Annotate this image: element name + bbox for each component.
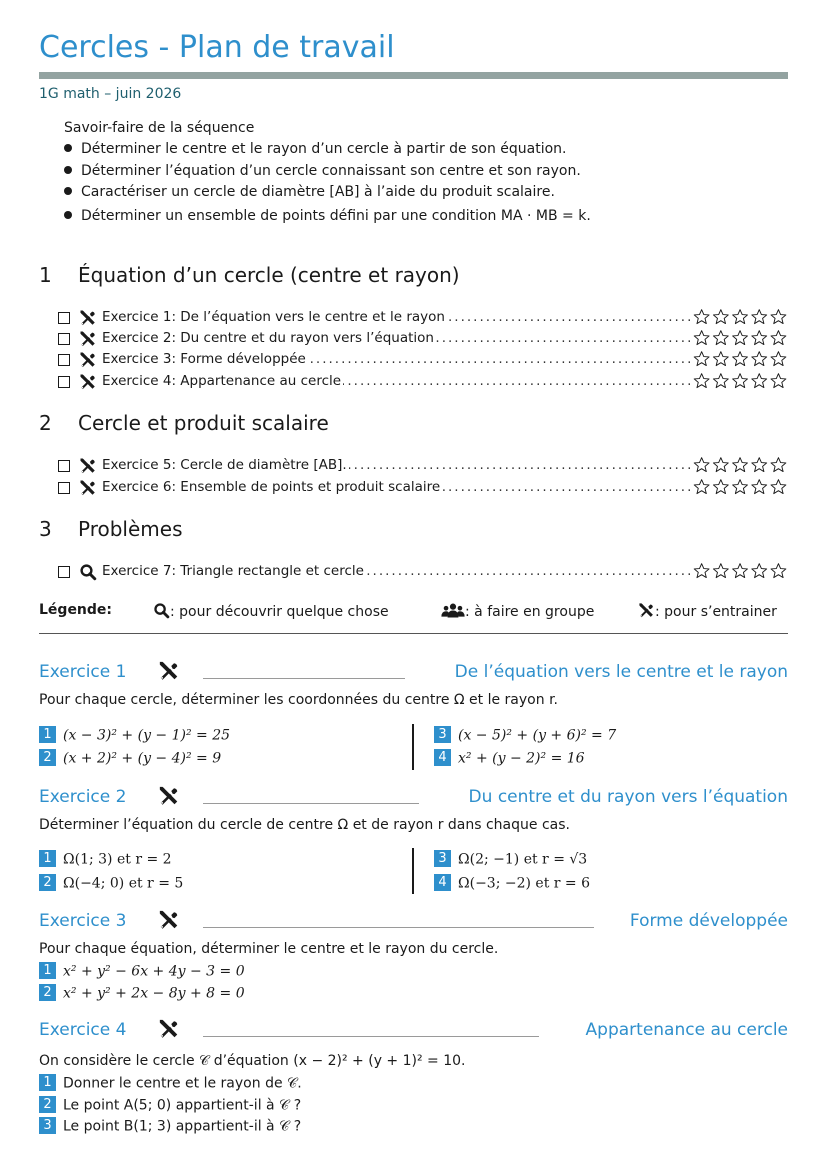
- exercise-title: Exercice 2: [39, 787, 127, 807]
- tools-icon: [79, 351, 97, 369]
- question-item: 1(x − 3)² + (y − 1)² = 25: [39, 726, 230, 744]
- rating-stars[interactable]: [693, 562, 789, 580]
- exercise-statement: Pour chaque équation, déterminer le cent…: [39, 941, 499, 957]
- title-rule: [39, 72, 788, 79]
- tools-icon: [79, 309, 97, 327]
- tools-icon: [158, 909, 180, 931]
- exercise-label: Exercice 2: Du centre et du rayon vers l…: [102, 330, 436, 346]
- rating-stars[interactable]: [693, 308, 789, 326]
- title-rule: [203, 678, 405, 679]
- exercise-statement: Pour chaque cercle, déterminer les coord…: [39, 692, 558, 708]
- legend-discover: : pour découvrir quelque chose: [153, 602, 389, 620]
- search-icon: [153, 602, 170, 619]
- rating-stars[interactable]: [693, 329, 789, 347]
- legend-title: Légende:: [39, 602, 113, 618]
- exercise-title: Exercice 3: [39, 911, 127, 931]
- group-icon: [441, 602, 465, 619]
- tools-icon: [79, 330, 97, 348]
- rating-stars[interactable]: [693, 456, 789, 474]
- checkbox[interactable]: [58, 312, 70, 324]
- skill-item: Caractériser un cercle de diamètre [AB] …: [64, 184, 555, 200]
- exercise-label: Exercice 7: Triangle rectangle et cercle: [102, 563, 366, 579]
- exercise-label: Exercice 3: Forme développée: [102, 351, 308, 367]
- checkbox[interactable]: [58, 376, 70, 388]
- exercise-heading: Du centre et du rayon vers l’équation: [468, 787, 788, 807]
- exercise-line[interactable]: ........................................…: [58, 456, 789, 476]
- exercise-statement: On considère le cercle 𝒞 d’équation (x −…: [39, 1053, 466, 1069]
- exercise-label: Exercice 5: Cercle de diamètre [AB].: [102, 457, 349, 473]
- rating-stars[interactable]: [693, 478, 789, 496]
- page-title: Cercles - Plan de travail: [39, 30, 395, 65]
- legend-practice: : pour s’entrainer: [638, 602, 777, 620]
- exercise-label: Exercice 6: Ensemble de points et produi…: [102, 479, 443, 495]
- rating-stars[interactable]: [693, 372, 789, 390]
- exercise-title: Exercice 4: [39, 1020, 127, 1040]
- checkbox[interactable]: [58, 482, 70, 494]
- exercise-line[interactable]: ........................................…: [58, 350, 789, 370]
- exercise-line[interactable]: ........................................…: [58, 372, 789, 392]
- tools-icon: [638, 602, 655, 619]
- skill-item: Déterminer un ensemble de points défini …: [64, 208, 591, 224]
- tools-icon: [158, 660, 180, 682]
- title-rule: [203, 803, 419, 804]
- tools-icon: [79, 479, 97, 497]
- exercise-line[interactable]: ........................................…: [58, 308, 789, 328]
- search-icon: [79, 563, 97, 581]
- exercise-heading: Appartenance au cercle: [585, 1020, 788, 1040]
- skill-item: Déterminer l’équation d’un cercle connai…: [64, 163, 581, 179]
- question-item: 2(x + 2)² + (y − 4)² = 9: [39, 749, 221, 767]
- skills-title: Savoir-faire de la séquence: [64, 120, 255, 136]
- exercise-statement: Déterminer l’équation du cercle de centr…: [39, 817, 570, 833]
- exercise-heading: Forme développée: [629, 911, 788, 931]
- question-item: 3(x − 5)² + (y + 6)² = 7: [434, 726, 616, 744]
- title-rule: [203, 927, 594, 928]
- column-separator: [412, 724, 414, 770]
- title-rule: [203, 1036, 539, 1037]
- skill-item: Déterminer le centre et le rayon d’un ce…: [64, 141, 567, 157]
- checkbox[interactable]: [58, 333, 70, 345]
- checkbox[interactable]: [58, 566, 70, 578]
- tools-icon: [158, 1018, 180, 1040]
- checkbox[interactable]: [58, 354, 70, 366]
- column-separator: [412, 848, 414, 894]
- rating-stars[interactable]: [693, 350, 789, 368]
- exercise-line[interactable]: ........................................…: [58, 562, 789, 582]
- exercise-line[interactable]: ........................................…: [58, 329, 789, 349]
- exercise-title: Exercice 1: [39, 662, 127, 682]
- legend-group: : à faire en groupe: [441, 602, 594, 620]
- checkbox[interactable]: [58, 460, 70, 472]
- exercise-line[interactable]: ........................................…: [58, 478, 789, 498]
- tools-icon: [158, 785, 180, 807]
- tools-icon: [79, 373, 97, 391]
- exercise-heading: De l’équation vers le centre et le rayon: [454, 662, 788, 682]
- exercise-label: Exercice 1: De l’équation vers le centre…: [102, 309, 447, 325]
- exercise-label: Exercice 4: Appartenance au cercle: [102, 373, 344, 389]
- page-subtitle: 1G math – juin 2026: [39, 86, 182, 102]
- tools-icon: [79, 457, 97, 475]
- divider: [39, 633, 788, 634]
